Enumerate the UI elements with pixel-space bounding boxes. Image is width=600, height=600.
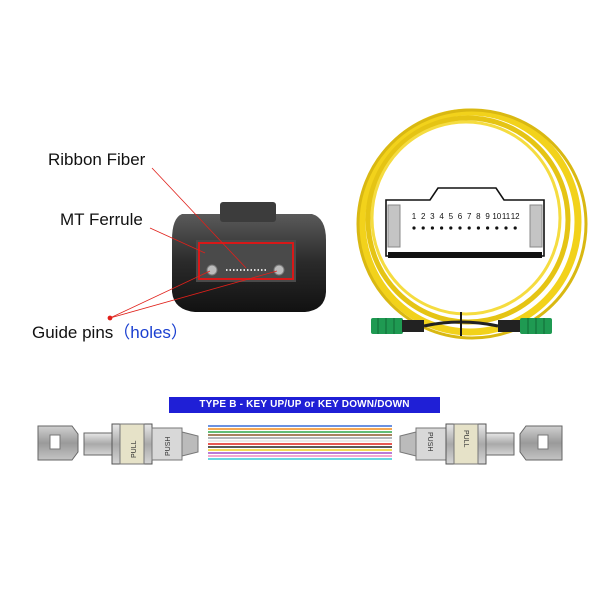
fiber-position-label: 5 bbox=[449, 212, 454, 221]
fiber-position-dot bbox=[440, 226, 444, 230]
fiber-position-label: 11 bbox=[502, 212, 511, 221]
guide-pins-label: Guide pins（holes） bbox=[32, 318, 188, 343]
fiber-position-label: 7 bbox=[467, 212, 472, 221]
fiber-position-dot bbox=[513, 226, 517, 230]
ribbon-fibers bbox=[208, 425, 392, 460]
mpo-connector-endface bbox=[172, 202, 326, 312]
ribbon-fiber-arrow bbox=[151, 167, 247, 269]
mt-ferrule-arrow bbox=[149, 227, 206, 254]
guide-pin-arrow-dot bbox=[107, 315, 113, 321]
fiber-position-dot bbox=[504, 226, 508, 230]
fiber-position-label: 9 bbox=[485, 212, 490, 221]
right-dust-cap bbox=[519, 425, 563, 461]
left-pull-text: PULL bbox=[131, 440, 138, 458]
guide-pin-arrow-right bbox=[109, 270, 278, 319]
coil-connector-left bbox=[371, 318, 424, 334]
fiber-position-label: 2 bbox=[421, 212, 426, 221]
left-push-text: PUSH bbox=[165, 437, 172, 456]
fiber-position-label: 10 bbox=[492, 212, 501, 221]
fiber-position-dot bbox=[421, 226, 425, 230]
polarity-type-banner: TYPE B - KEY UP/UP or KEY DOWN/DOWN bbox=[169, 397, 440, 413]
coil-connector-right bbox=[498, 318, 552, 334]
right-push-text: PUSH bbox=[426, 432, 433, 451]
left-connector: PULL PUSH bbox=[83, 423, 199, 465]
guide-pin-left bbox=[206, 264, 218, 276]
fiber-position-dots bbox=[412, 226, 517, 230]
fiber-position-label: 3 bbox=[430, 212, 435, 221]
guide-pin-right bbox=[273, 264, 285, 276]
right-connector: PUSH PULL bbox=[399, 423, 515, 465]
guide-pins-text: Guide pins bbox=[32, 323, 114, 342]
fiber-position-label: 4 bbox=[439, 212, 444, 221]
ribbon-fiber-label: Ribbon Fiber bbox=[48, 150, 146, 169]
fiber-position-dot bbox=[476, 226, 480, 230]
fiber-position-label: 8 bbox=[476, 212, 481, 221]
fiber-position-label: 6 bbox=[458, 212, 463, 221]
fiber-position-dot bbox=[430, 226, 434, 230]
guide-pin-arrow-left bbox=[109, 270, 211, 319]
annotation-arrows bbox=[107, 167, 278, 321]
fiber-position-dot bbox=[412, 226, 416, 230]
right-pull-text: PULL bbox=[462, 430, 469, 448]
mt-ferrule-label: MT Ferrule bbox=[60, 210, 143, 229]
left-dust-cap bbox=[37, 425, 79, 461]
ferrule-face bbox=[196, 240, 296, 282]
fiber-position-dot bbox=[467, 226, 471, 230]
ferrule-highlight-box bbox=[198, 242, 294, 280]
fiber-position-dot bbox=[458, 226, 462, 230]
face-guide-left bbox=[387, 204, 401, 248]
guide-holes-text: （holes） bbox=[113, 323, 188, 342]
fiber-position-label: 12 bbox=[511, 212, 520, 221]
connector-key bbox=[220, 202, 276, 222]
face-guide-right bbox=[529, 204, 543, 248]
fiber-position-dot bbox=[495, 226, 499, 230]
fiber-position-dot bbox=[486, 226, 490, 230]
fiber-position-dot bbox=[449, 226, 453, 230]
fiber-position-label: 1 bbox=[412, 212, 417, 221]
